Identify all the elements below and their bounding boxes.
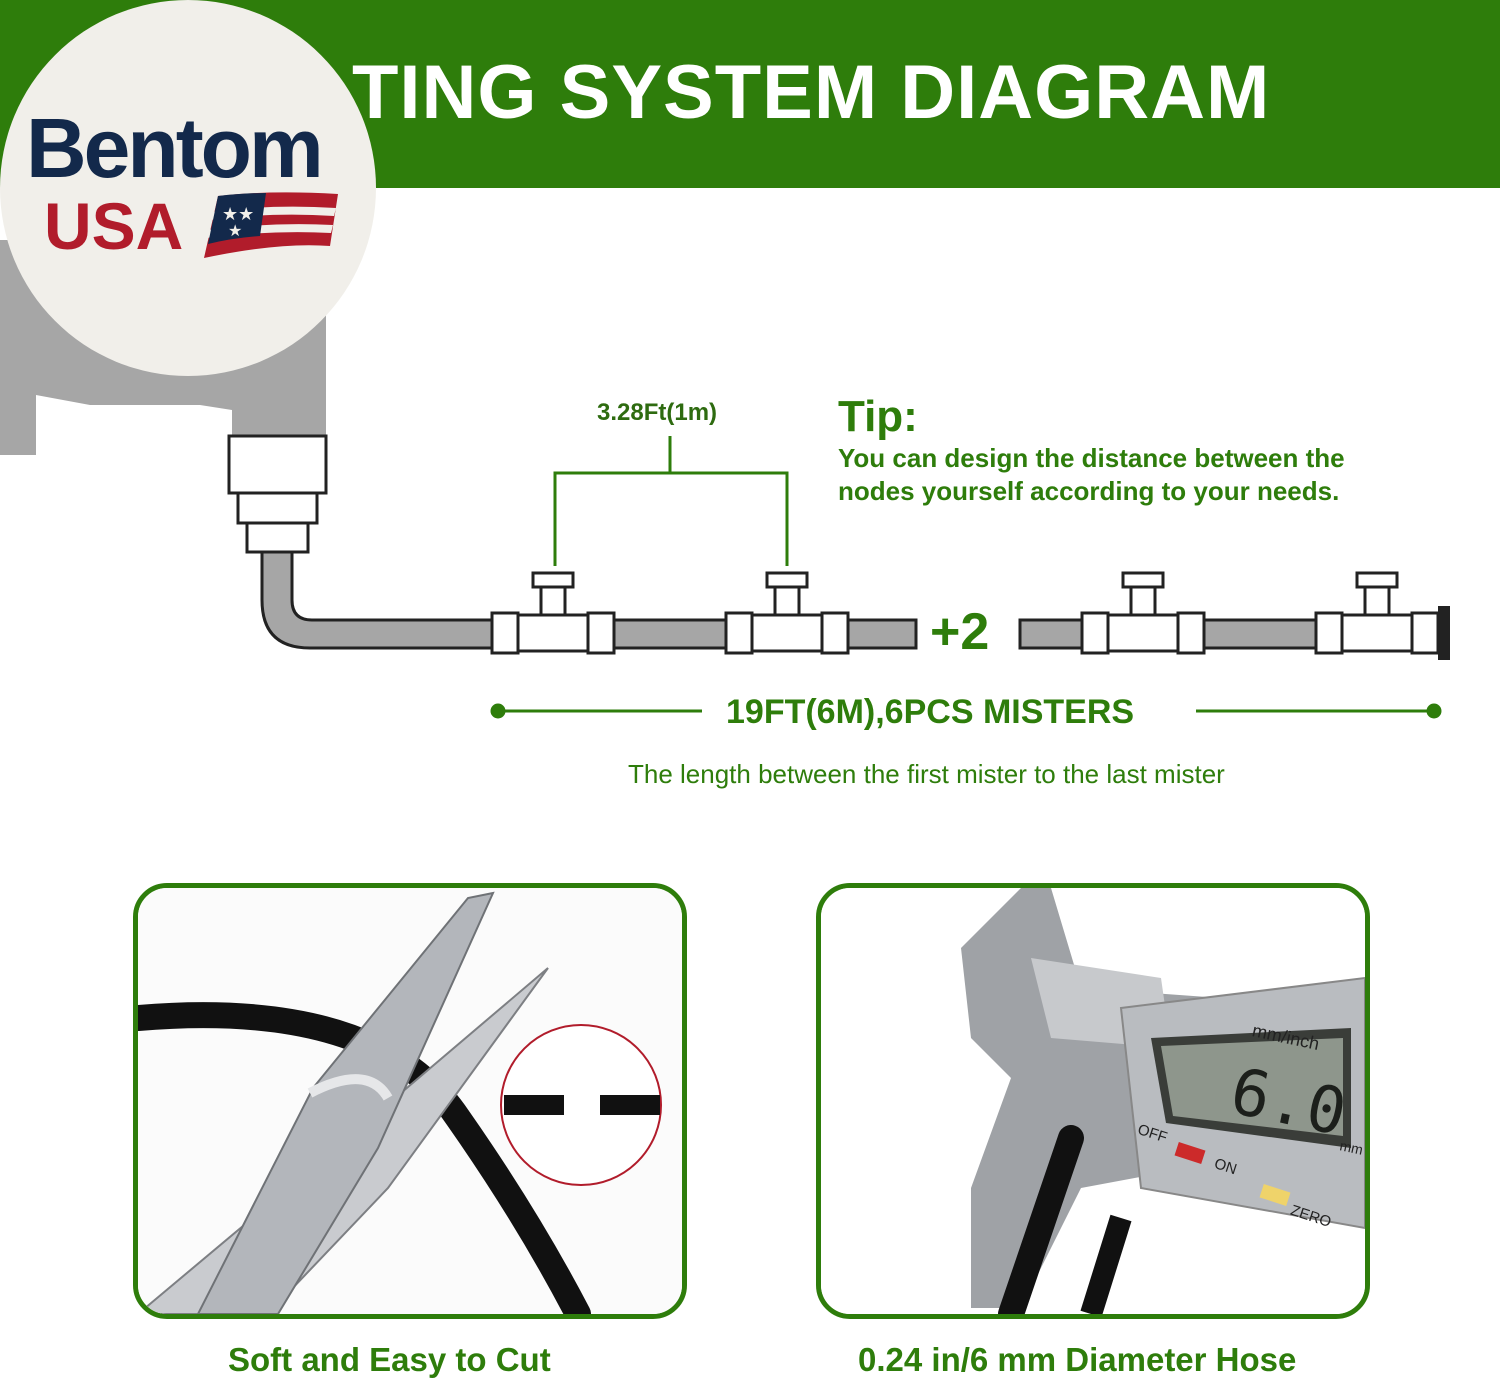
hose-connector-icon (227, 434, 328, 554)
spacing-label: 3.28Ft(1m) (597, 399, 718, 426)
us-flag-icon: ★★ ★ (204, 192, 338, 258)
tip-title: Tip: (838, 392, 918, 441)
mister-tees (490, 571, 1440, 655)
scissors-icon (138, 888, 682, 1314)
spacing-bracket (553, 436, 789, 566)
main-hose (260, 550, 1450, 660)
length-label: 19FT(6M),6PCS MISTERS (726, 693, 1135, 731)
caliper-unit-mm: mm (1338, 1137, 1364, 1158)
mister-tee (490, 571, 616, 655)
length-caption: The length between the first mister to t… (628, 759, 1225, 789)
photo-hose-diameter: 6.0 mm/inch mm OFF ON ZERO (816, 883, 1370, 1319)
tip-text-line-1: You can design the distance between the (838, 443, 1345, 473)
tip-text-line-2: nodes yourself according to your needs. (838, 476, 1340, 506)
svg-text:★★: ★★ (222, 204, 254, 225)
mister-tee (1080, 571, 1206, 655)
caliper-icon: 6.0 mm/inch mm OFF ON ZERO (821, 888, 1365, 1314)
logo-country: USA (44, 189, 184, 263)
additional-misters-label: +2 (930, 603, 990, 661)
caption-cut: Soft and Easy to Cut (228, 1341, 551, 1378)
photo-cut-hose (133, 883, 687, 1319)
caliper-on-label: ON (1212, 1155, 1239, 1178)
svg-text:★: ★ (228, 221, 242, 240)
mister-tee (724, 571, 850, 655)
logo-brand-name: Bentom (26, 101, 324, 195)
page-title: TING SYSTEM DIAGRAM (352, 50, 1271, 135)
caption-hose: 0.24 in/6 mm Diameter Hose (858, 1341, 1297, 1378)
brand-logo: Bentom USA ★★ ★ (0, 0, 376, 376)
length-dimension-line (490, 703, 1442, 719)
mister-tee (1314, 571, 1440, 655)
